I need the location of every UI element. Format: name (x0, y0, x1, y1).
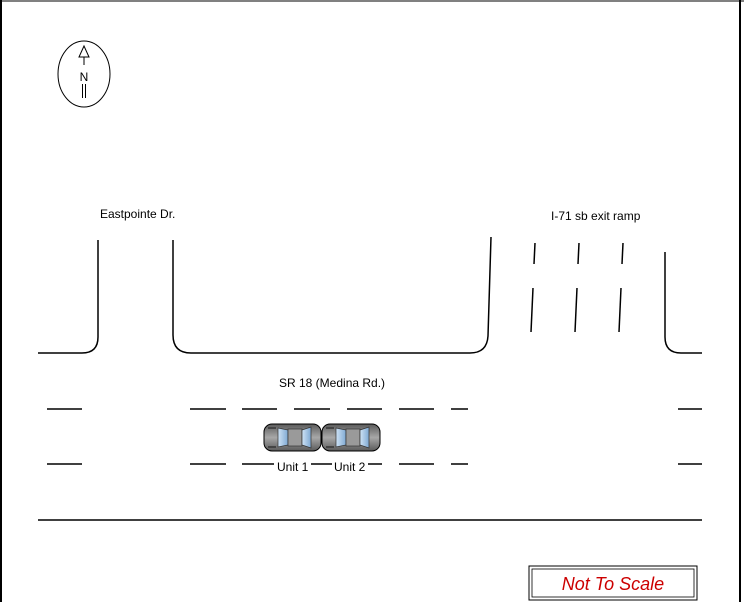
eastpointe-west-curb (38, 240, 99, 354)
unit-2-label: Unit 2 (334, 460, 366, 474)
north-arrow-icon: N (57, 40, 111, 108)
not-to-scale-label: Not To Scale (562, 574, 664, 594)
sr18-label: SR 18 (Medina Rd.) (279, 376, 385, 390)
ramp-label: I-71 sb exit ramp (551, 209, 641, 223)
north-label: N (80, 70, 89, 84)
unit-1-label: Unit 1 (277, 460, 309, 474)
ramp-east-curb (664, 252, 702, 354)
not-to-scale-box: Not To Scale (528, 565, 698, 601)
unit-2-car-icon (321, 423, 381, 452)
eastpointe-label: Eastpointe Dr. (100, 207, 175, 221)
north-curb-segment (172, 236, 492, 354)
road-edges (38, 236, 702, 521)
unit-1-car-icon (263, 423, 322, 452)
ramp-lane-marks (530, 242, 624, 333)
